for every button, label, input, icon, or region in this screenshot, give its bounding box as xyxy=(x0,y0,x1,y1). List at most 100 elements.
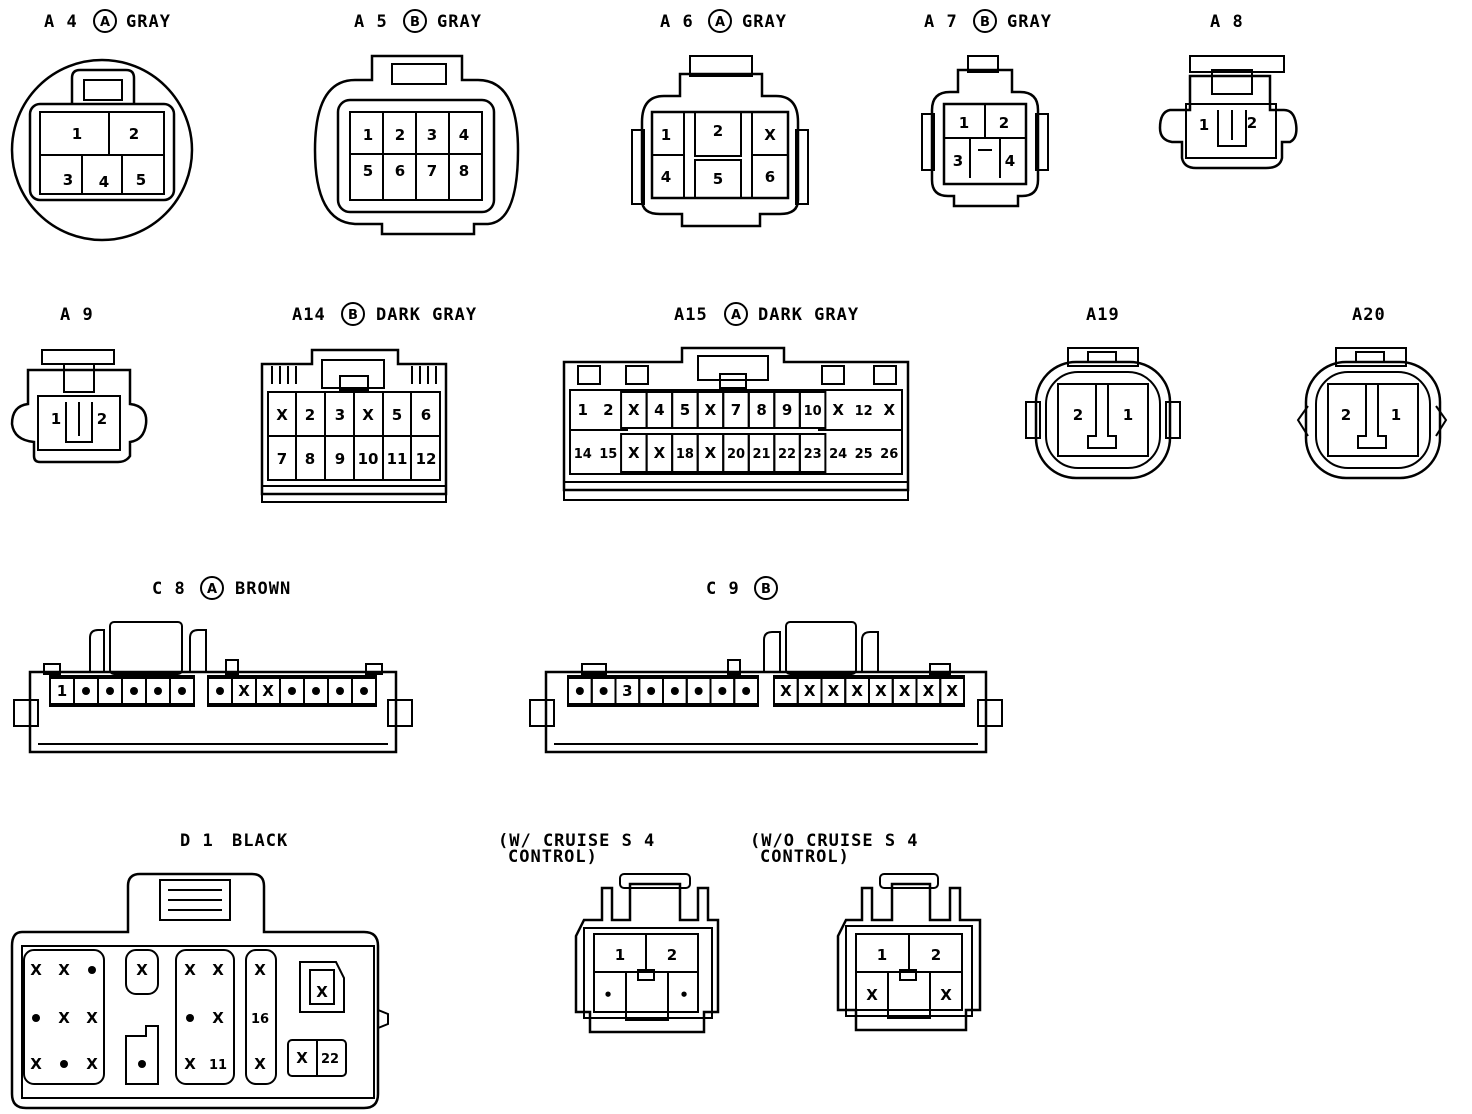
c9-pin: X xyxy=(899,682,911,700)
a15-pin: X xyxy=(883,401,895,419)
a7-code: A 7 xyxy=(924,12,958,32)
c8-pin: • xyxy=(105,681,115,699)
a4-pin: 1 xyxy=(72,125,82,143)
a15-pin: 26 xyxy=(880,447,898,462)
connector-s4-without-cruise: (W/O CRUISE S 4 CONTROL) 1 2 X X xyxy=(750,831,982,1032)
connector-a14: A14 B DARK GRAY X 2 3 X 5 6 7 8 9 10 11 … xyxy=(260,302,476,503)
d1-color: BLACK xyxy=(232,831,288,851)
c9-badge: B xyxy=(761,582,771,597)
d1-pin: 11 xyxy=(209,1058,227,1073)
a15-housing xyxy=(562,346,910,492)
s4-without-pin: 2 xyxy=(931,946,941,964)
a4-color: GRAY xyxy=(126,12,171,32)
d1-pin: X xyxy=(184,961,196,979)
connector-s4-with-cruise: (W/ CRUISE S 4 CONTROL) 1 2 • • xyxy=(498,831,720,1034)
c8-pin-dot xyxy=(360,687,368,695)
c8-pin-dot xyxy=(82,687,90,695)
a5-code: A 5 xyxy=(354,12,388,32)
c9-pin: • xyxy=(599,681,609,699)
connector-a5: A 5 B GRAY 1 2 3 4 5 6 7 8 xyxy=(313,9,520,236)
a14-pin: 3 xyxy=(335,406,345,424)
c9-pin: X xyxy=(780,682,792,700)
a5-pin: 3 xyxy=(427,126,437,144)
a15-pin: 21 xyxy=(752,447,770,462)
a15-pin: 22 xyxy=(778,447,796,462)
a14-pin: 2 xyxy=(305,406,315,424)
c8-pin-dot xyxy=(216,687,224,695)
a15-pin: X xyxy=(705,444,717,462)
c8-pin-dot xyxy=(178,687,186,695)
connector-a19: A19 2 1 xyxy=(1025,305,1181,480)
s4-without-pin: 1 xyxy=(877,946,887,964)
a15-pin: 2 xyxy=(603,401,613,419)
a7-badge: B xyxy=(980,15,990,30)
a20-housing xyxy=(1304,360,1442,480)
a6-pin: 4 xyxy=(661,168,671,186)
d1-pin: • xyxy=(185,1008,195,1026)
s4-with-housing xyxy=(574,882,720,1034)
d1-pin: 16 xyxy=(251,1012,269,1027)
a4-pin: 5 xyxy=(136,171,146,189)
a14-pin: 7 xyxy=(277,450,287,468)
s4-without-line1: (W/O CRUISE S 4 xyxy=(750,831,919,851)
a8-code: A 8 xyxy=(1210,12,1244,32)
a14-pin: 5 xyxy=(392,406,402,424)
d1-pin: X xyxy=(30,1055,42,1073)
a5-pin: 8 xyxy=(459,162,469,180)
c8-pin-dot xyxy=(154,687,162,695)
c8-pin: • xyxy=(81,681,91,699)
a15-pin-cell xyxy=(798,391,827,429)
a14-pin: 11 xyxy=(387,450,408,468)
c8-pin: • xyxy=(311,681,321,699)
connector-a4: A 4 A GRAY 1 2 3 4 5 xyxy=(10,9,194,242)
a19-code: A19 xyxy=(1086,305,1120,325)
s4-with-pin: 1 xyxy=(615,946,625,964)
a7-pin: 4 xyxy=(1005,152,1015,170)
c9-pin-dot xyxy=(742,687,751,695)
d1-pin: X xyxy=(136,961,148,979)
a20-code: A20 xyxy=(1352,305,1386,325)
a15-pin: 18 xyxy=(676,447,694,462)
c8-pin-dot xyxy=(288,687,296,695)
c8-pin: • xyxy=(129,681,139,699)
a7-pin: 1 xyxy=(959,114,969,132)
a15-pin: 5 xyxy=(680,401,690,419)
d1-pin-dot xyxy=(60,1060,68,1068)
c8-pin-cell xyxy=(351,677,377,705)
a14-pin: 6 xyxy=(421,406,431,424)
a14-pin: 12 xyxy=(416,450,437,468)
d1-pin: X xyxy=(254,961,266,979)
a19-pin: 1 xyxy=(1123,406,1133,424)
d1-pin-dot xyxy=(32,1014,40,1022)
a15-pin: 15 xyxy=(599,447,617,462)
a5-pin: 6 xyxy=(395,162,405,180)
d1-pin-dot xyxy=(88,966,96,974)
d1-pin: 22 xyxy=(321,1052,339,1067)
s4-without-housing xyxy=(836,882,982,1032)
a7-pin: 2 xyxy=(999,114,1009,132)
c8-pin-dot xyxy=(130,687,138,695)
a15-pin: 23 xyxy=(804,447,822,462)
c9-pin: • xyxy=(741,681,751,699)
c8-badge: A xyxy=(207,582,217,597)
d1-pin: X xyxy=(254,1055,266,1073)
c8-pin-cell xyxy=(169,677,195,705)
c9-pin-dot xyxy=(670,687,679,695)
a6-pin: X xyxy=(764,126,776,144)
a15-pin: 12 xyxy=(855,404,873,419)
c9-pin-dot xyxy=(647,687,656,695)
c8-pin: 1 xyxy=(57,682,67,700)
a5-badge: B xyxy=(410,15,420,30)
d1-pin: X xyxy=(212,961,224,979)
c8-pin: • xyxy=(287,681,297,699)
d1-pin: X xyxy=(86,1055,98,1073)
d1-pin-dot xyxy=(186,1014,194,1022)
a9-pin: 2 xyxy=(97,410,107,428)
a4-pin: 4 xyxy=(99,173,109,191)
d1-code: D 1 xyxy=(180,831,214,851)
c8-pin-dot xyxy=(336,687,344,695)
connector-a7: A 7 B GRAY 1 2 3 4 xyxy=(921,9,1051,208)
d1-pin: • xyxy=(31,1008,41,1026)
